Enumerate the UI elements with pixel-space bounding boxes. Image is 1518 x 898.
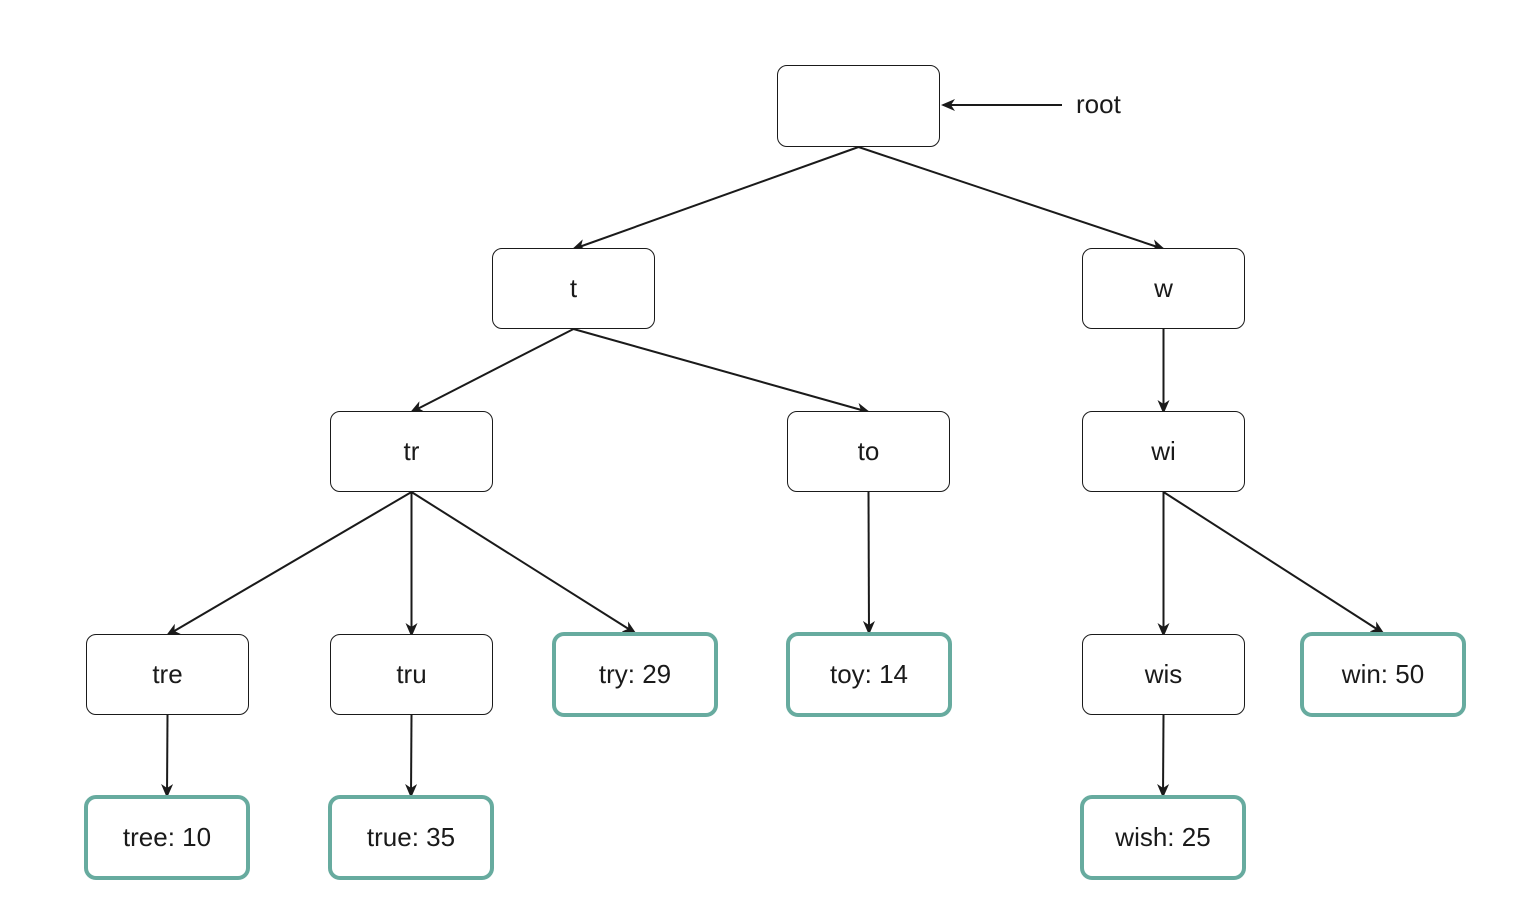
- edge-root-to-w: [858, 146, 1166, 251]
- trie-node-w: w: [1082, 248, 1245, 329]
- node-label: wis: [1144, 659, 1183, 689]
- trie-node-tre: tre: [86, 634, 249, 715]
- edge-to-to-toy: [862, 491, 875, 635]
- edge-tru-to-true: [405, 714, 418, 798]
- node-label: to: [857, 436, 880, 466]
- edge-tr-to-tre: [165, 491, 413, 637]
- trie-node-wis: wis: [1082, 634, 1245, 715]
- node-label: tru: [396, 659, 427, 689]
- trie-leaf-try: try: 29: [552, 632, 718, 717]
- edge-root-to-t: [571, 146, 859, 251]
- root-label: root: [1076, 89, 1121, 119]
- node-label: true: 35: [366, 822, 456, 852]
- trie-leaf-toy: toy: 14: [786, 632, 952, 717]
- node-label: wi: [1151, 436, 1176, 466]
- trie-leaf-tree: tree: 10: [84, 795, 250, 880]
- node-label: try: 29: [598, 659, 672, 689]
- edge-t-to-tr: [409, 328, 574, 413]
- trie-node-t: t: [492, 248, 655, 329]
- trie-node-tru: tru: [330, 634, 493, 715]
- node-label: toy: 14: [829, 659, 909, 689]
- node-label: win: 50: [1341, 659, 1425, 689]
- trie-node-tr: tr: [330, 411, 493, 492]
- trie-node-wi: wi: [1082, 411, 1245, 492]
- edge-tre-to-tree: [161, 714, 174, 798]
- node-label: tre: [152, 659, 183, 689]
- trie-leaf-true: true: 35: [328, 795, 494, 880]
- node-label: wish: 25: [1115, 822, 1211, 852]
- node-label: w: [1154, 273, 1173, 303]
- trie-node-to: to: [787, 411, 950, 492]
- trie-node-root: [777, 65, 940, 147]
- node-label: t: [569, 273, 578, 303]
- node-label: tree: 10: [122, 822, 212, 852]
- node-label: tr: [403, 436, 420, 466]
- edge-tr-to-try: [410, 491, 637, 635]
- trie-leaf-wish: wish: 25: [1080, 795, 1246, 880]
- trie-leaf-win: win: 50: [1300, 632, 1466, 717]
- edge-wis-to-wish: [1157, 714, 1170, 798]
- edge-t-to-to: [573, 328, 871, 415]
- edge-wi-to-win: [1162, 491, 1385, 635]
